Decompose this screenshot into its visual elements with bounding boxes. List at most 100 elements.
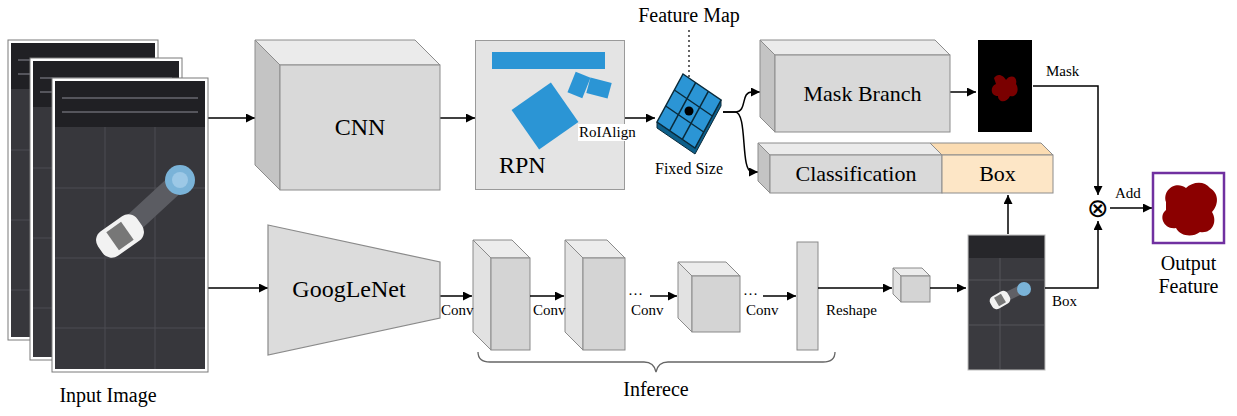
input-image-stack-shape [8, 40, 208, 372]
box-block-shape [942, 155, 1053, 193]
rpn-panel-shape [475, 40, 625, 190]
flow-arrow [440, 295, 472, 297]
input-image-stack-shape [55, 127, 205, 369]
arrow-label: Conv [533, 302, 566, 319]
flow-arrow [1007, 195, 1009, 234]
robot-image [988, 289, 1012, 311]
flow-arrow [1045, 221, 1098, 288]
robot-image [1017, 282, 1031, 296]
conv-block [797, 242, 818, 350]
flow-arrow [950, 91, 976, 93]
cnn-block-shape [280, 65, 440, 190]
flow-arrow [1110, 207, 1152, 209]
arrow-label: Conv [746, 302, 779, 319]
flow-arrow [208, 287, 268, 289]
input-image-stack-shape [52, 78, 208, 372]
rpn-panel: RPN [475, 40, 625, 190]
classification-block-shape [770, 155, 942, 193]
arrow-label: Conv [631, 302, 664, 319]
feature-map-grid-shape [685, 107, 694, 116]
conv-block [678, 262, 692, 332]
operator-symbol: ⊗ [1087, 196, 1109, 220]
mask-branch-block: Mask Branch [760, 40, 950, 132]
feature-map-grid: Feature MapFixed Size [655, 72, 723, 156]
flow-arrow [763, 295, 796, 297]
ellipsis: … [628, 282, 643, 299]
image-caption: Input Image [59, 384, 156, 407]
output-feature-shape [1152, 172, 1225, 244]
ellipsis: … [743, 282, 758, 299]
input-image-stack-shape [172, 172, 188, 188]
block-label: GoogLeNet [292, 276, 405, 304]
edge-label: Add [1114, 185, 1142, 202]
input-image-stack-shape [165, 165, 195, 195]
conv-block [473, 240, 491, 350]
flow-arrow [625, 117, 655, 119]
mask-branch-block-shape [760, 40, 950, 55]
input-image-stack-shape [92, 210, 149, 262]
mask-image [978, 40, 1032, 132]
block-label: CNN [335, 114, 386, 142]
cnn-block-shape [255, 40, 440, 65]
flow-arrow [723, 92, 760, 112]
classification-block-shape [758, 143, 942, 155]
feature-map-grid-shape [655, 72, 723, 156]
googlenet-block-shape [268, 225, 440, 355]
block-label: Mask Branch [804, 81, 922, 106]
arrow-label: Reshape [826, 302, 877, 319]
arrow-label: Box [1052, 293, 1077, 310]
flow-arrow [650, 295, 677, 297]
input-image-stack-shape [55, 81, 205, 127]
output-feature-shape [1162, 183, 1217, 236]
googlenet-block: GoogLeNet [268, 225, 440, 355]
box-block: Box [942, 143, 1053, 193]
input-image-stack-shape [62, 98, 198, 112]
conv-block [583, 258, 625, 350]
output-caption: Output Feature [1144, 252, 1234, 298]
rpn-panel-shape [512, 83, 579, 150]
robot-image [969, 236, 1044, 258]
add-operator: ⊗ [1086, 196, 1110, 220]
feature-map-grid-shape [657, 74, 721, 148]
flow-arrow [530, 295, 564, 297]
input-image-stack-shape [55, 81, 205, 369]
box-block-shape [930, 143, 1053, 155]
classification-block: Classification [758, 143, 942, 193]
robot-image [969, 258, 1044, 369]
output-feature: Output Feature [1152, 172, 1225, 244]
output-feature-shape [1153, 173, 1224, 243]
robot-image [994, 294, 1006, 307]
edge-label: RoIAlign [578, 124, 637, 141]
rpn-panel-shape [586, 77, 611, 98]
input-image-stack-shape [106, 222, 133, 250]
block-label: RPN [499, 152, 546, 180]
conv-block [893, 268, 901, 302]
conv-block [901, 276, 930, 302]
rpn-panel-shape [492, 52, 605, 69]
block-label: Box [979, 161, 1016, 186]
robot-image [968, 235, 1045, 370]
group-label: Inferece [623, 378, 689, 401]
group-brace [478, 352, 835, 372]
flow-arrow [440, 117, 475, 119]
input-image-stack: Input Image [8, 40, 208, 372]
robot-image [988, 289, 1012, 311]
rpn-panel-shape [567, 72, 590, 98]
mask-branch-block-shape [760, 40, 775, 132]
arrow-label: Mask [1046, 63, 1079, 80]
feature-map-grid-shape [666, 106, 704, 132]
feature-map-grid-shape [682, 91, 708, 139]
cnn-block: CNN [255, 40, 440, 190]
rpn-panel-shape [476, 41, 625, 190]
conv-block [491, 258, 530, 350]
mask-image [978, 40, 1032, 132]
mask-image [992, 75, 1018, 101]
block-label: Classification [796, 161, 917, 186]
flow-arrow [208, 117, 255, 119]
cnn-block-shape [255, 40, 280, 190]
flow-arrow [930, 287, 966, 289]
feature-map-title: Feature Map [638, 4, 740, 27]
flow-arrow [818, 287, 892, 289]
conv-block [692, 276, 740, 332]
conv-block [473, 240, 930, 350]
